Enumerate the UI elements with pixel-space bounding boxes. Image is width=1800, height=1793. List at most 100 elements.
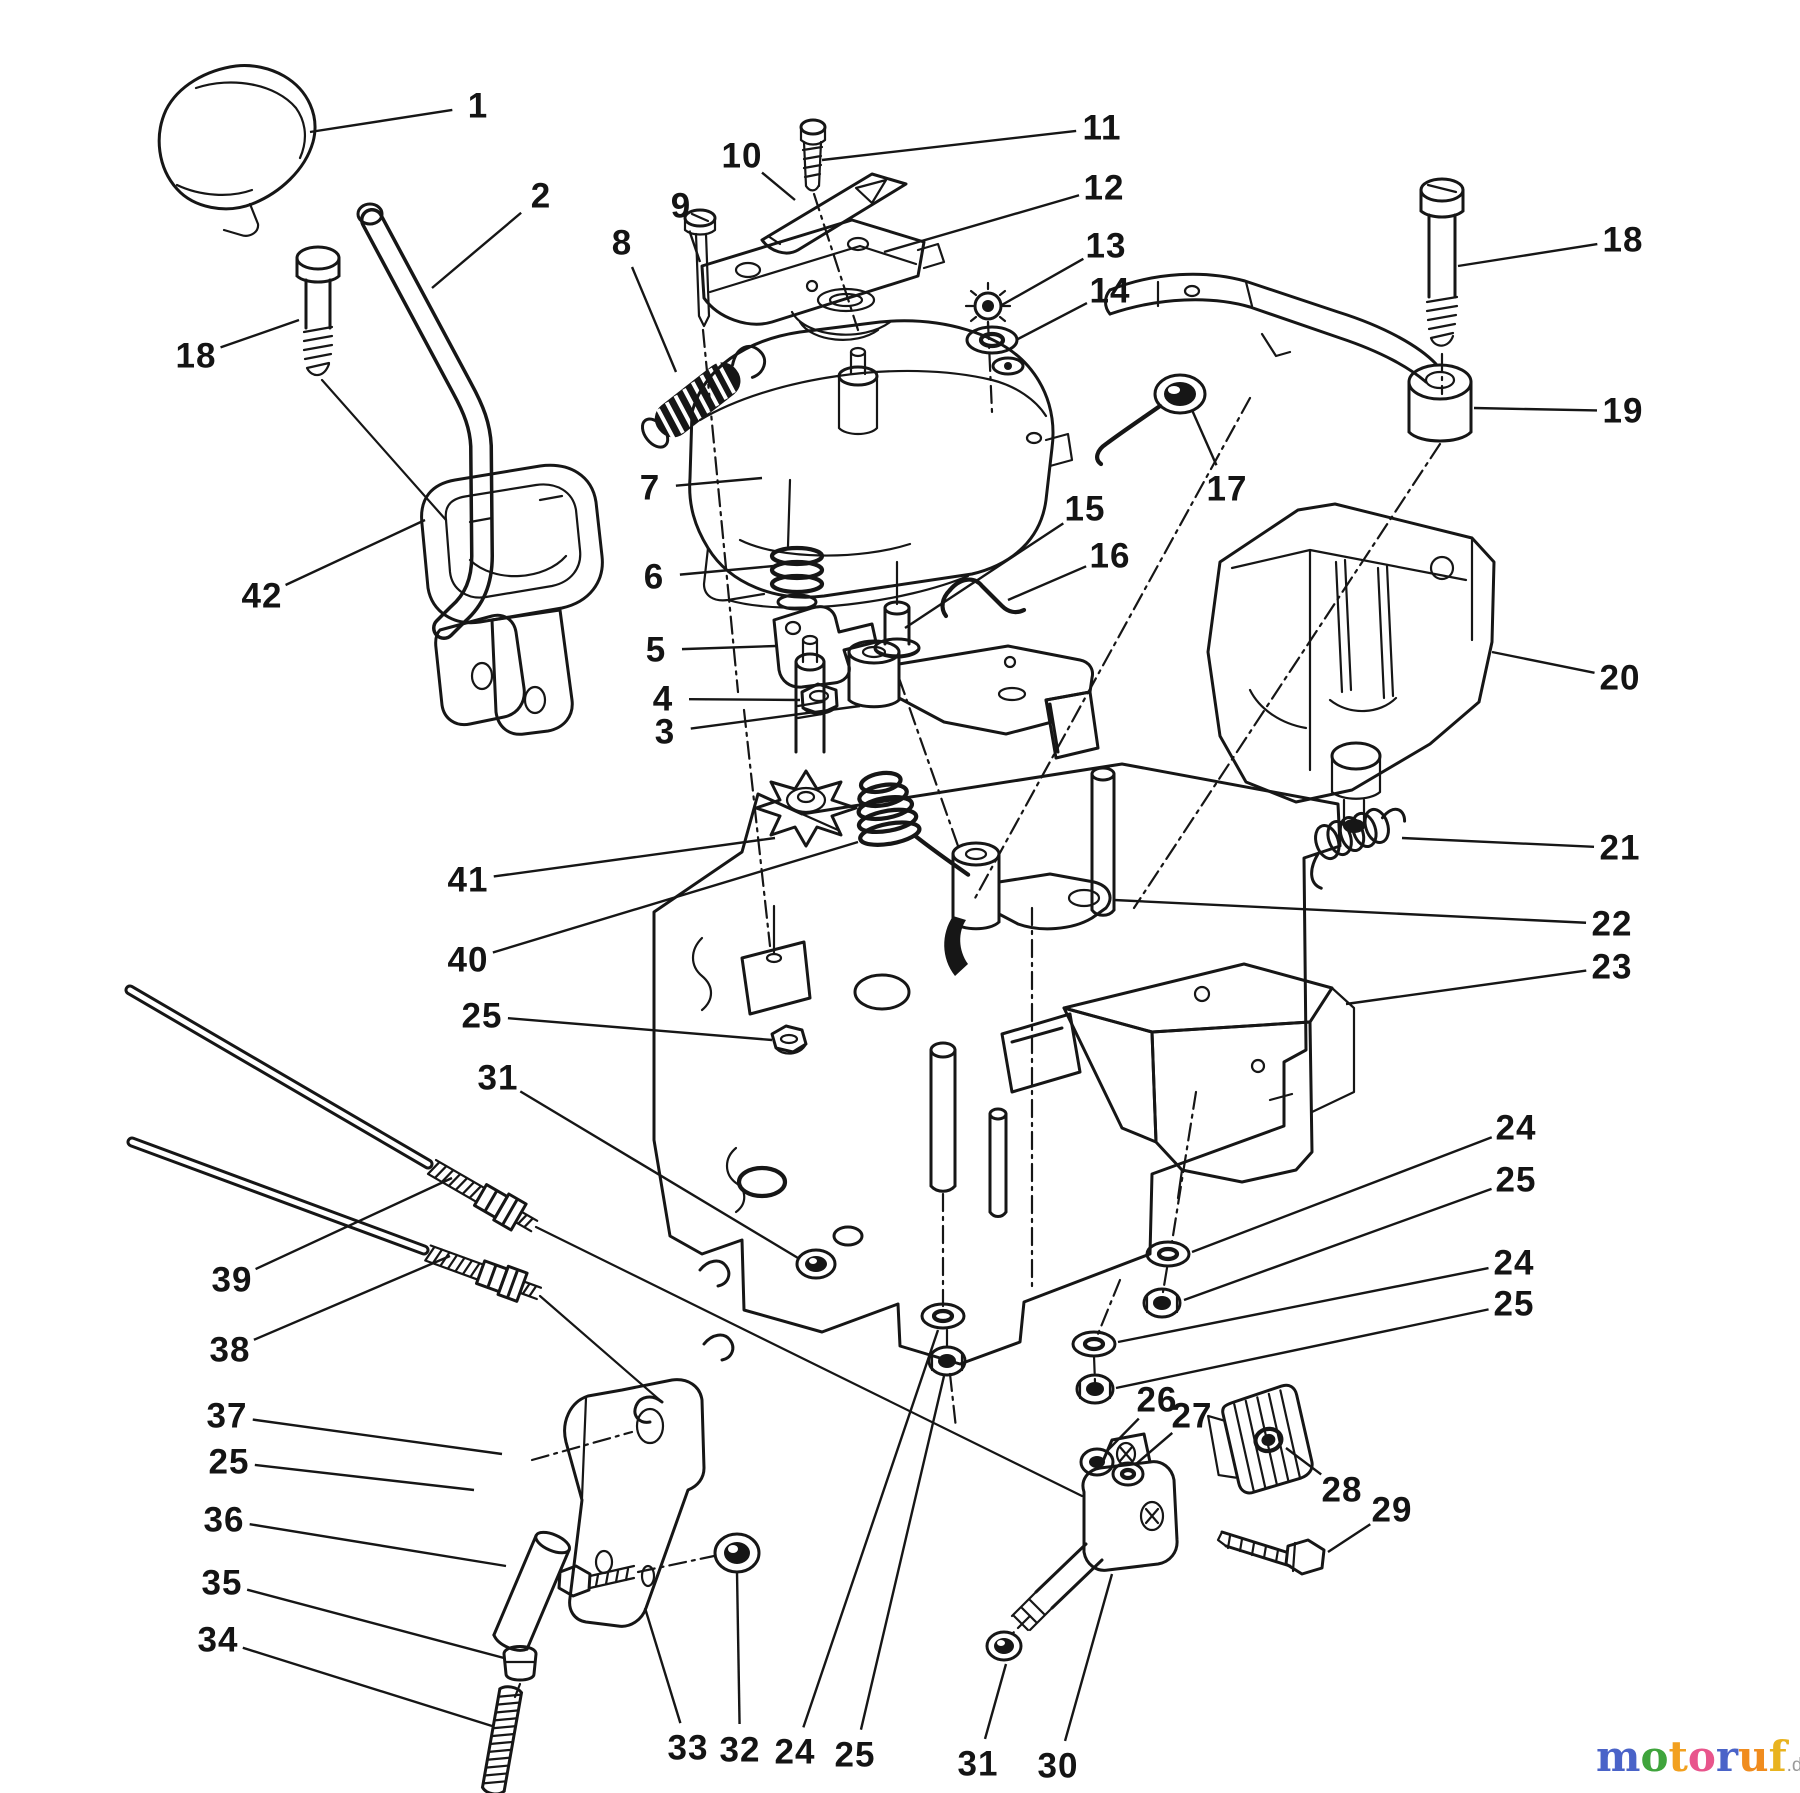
part-bolt-into-bellcrank [557,1564,656,1598]
part-bellcrank [563,1378,706,1628]
leader-line-28 [1285,1447,1322,1476]
part-callout-27: 27 [1172,1397,1213,1436]
leader-line-8 [630,266,678,373]
leader-line-37 [252,1418,503,1456]
leader-line-30 [1063,1573,1114,1742]
part-washer-24c [920,1302,966,1330]
part-washer-24a [1145,1240,1191,1268]
part-callout-22: 22 [1592,905,1633,944]
part-callout-12: 12 [1084,169,1125,208]
part-callout-29: 29 [1372,1491,1413,1530]
leader-line-23 [1345,969,1587,1006]
leader-line-17 [1190,409,1218,466]
part-callout-24: 24 [775,1733,816,1772]
part-callout-31: 31 [958,1745,999,1784]
leader-line-18 [1457,242,1598,268]
part-screw-short [799,118,827,192]
part-spring-washer [769,478,825,611]
part-callout-39: 39 [212,1261,253,1300]
part-shoulder-bolt-right [1419,177,1465,396]
part-callout-17: 17 [1207,470,1248,509]
part-callout-18: 18 [1603,221,1644,260]
leader-line-24 [1191,1136,1493,1254]
watermark-letter: t [1668,1732,1688,1781]
watermark-suffix: .de [1786,1755,1800,1776]
part-pivot-arm [944,841,1112,976]
part-callout-41: 41 [448,861,489,900]
part-callout-28: 28 [1322,1471,1363,1510]
leader-line-1 [309,108,453,134]
watermark-letter: o [1687,1732,1716,1781]
leader-line-3 [690,704,861,730]
leader-line-24 [802,1329,940,1728]
part-callout-24: 24 [1494,1244,1535,1283]
leader-line-11 [821,129,1077,162]
leader-line-21 [1401,836,1595,849]
watermark-letter: m [1596,1732,1641,1781]
watermark-letter: o [1640,1732,1669,1781]
part-mount-bracket [1062,962,1356,1200]
part-washer-24b [1071,1330,1117,1358]
leader-line-13 [999,257,1084,308]
part-callout-25: 25 [1496,1161,1537,1200]
part-callout-13: 13 [1086,227,1127,266]
leader-line-26 [1105,1417,1140,1453]
leader-line-29 [1327,1523,1371,1554]
part-tension-spring [640,344,767,449]
part-star-wheel [754,634,858,848]
leader-line-15 [904,522,1064,630]
leader-line-35 [246,1588,505,1660]
part-nut-32 [713,1532,761,1574]
part-callout-37: 37 [207,1397,248,1436]
part-main-frame-plate [652,762,1342,1366]
leader-line-6 [679,564,775,576]
part-cover-plate [700,218,946,341]
part-grommet-17 [1095,373,1207,467]
part-callout-33: 33 [668,1729,709,1768]
part-callout-24: 24 [1496,1109,1537,1148]
leader-line-25 [507,1016,773,1042]
part-trunnion [420,463,604,736]
watermark-letter: r [1715,1732,1739,1781]
leader-line-36 [249,1523,507,1568]
part-nut-25b [1075,1373,1115,1405]
part-callout-26: 26 [1137,1381,1178,1420]
leader-line-40 [492,840,859,954]
part-callout-21: 21 [1600,829,1641,868]
watermark-letter: u [1738,1732,1769,1781]
part-lever-shaft [356,202,526,727]
part-washer-27 [1111,1461,1145,1487]
part-callout-25: 25 [1494,1285,1535,1324]
leader-line-25 [859,1375,946,1730]
leader-line-38 [253,1254,451,1341]
part-shoulder-bolt-left [295,245,448,522]
leader-line-25 [254,1463,475,1492]
leader-line-24 [1117,1266,1489,1344]
part-callout-38: 38 [210,1331,251,1370]
part-pin-36 [492,1530,572,1652]
part-callout-6: 6 [644,558,664,597]
part-governor-housing [688,319,1074,609]
part-callout-35: 35 [202,1564,243,1603]
part-callout-3: 3 [655,713,675,752]
part-studs [929,766,1116,1218]
leader-line-16 [1007,565,1087,602]
leader-line-34 [242,1646,493,1728]
leader-line-41 [493,836,776,878]
callout-layer: 1218891011121314765431516171819202122232… [176,87,1644,1786]
part-cable-39 [124,984,1084,1498]
watermark-letters: motoruf [1596,1732,1787,1781]
part-callout-2: 2 [531,177,551,216]
part-bracket-3 [847,639,1100,760]
leader-line-31 [519,1090,799,1260]
part-nut-25c [927,1345,967,1377]
leader-line-10 [761,171,796,201]
part-callout-11: 11 [1083,109,1122,148]
leader-line-32 [735,1571,741,1725]
part-plunger [873,560,921,659]
leader-line-39 [255,1176,453,1271]
part-screw-long [683,208,717,328]
part-callout-30: 30 [1038,1747,1079,1786]
part-sector-block-28 [1207,1383,1314,1495]
